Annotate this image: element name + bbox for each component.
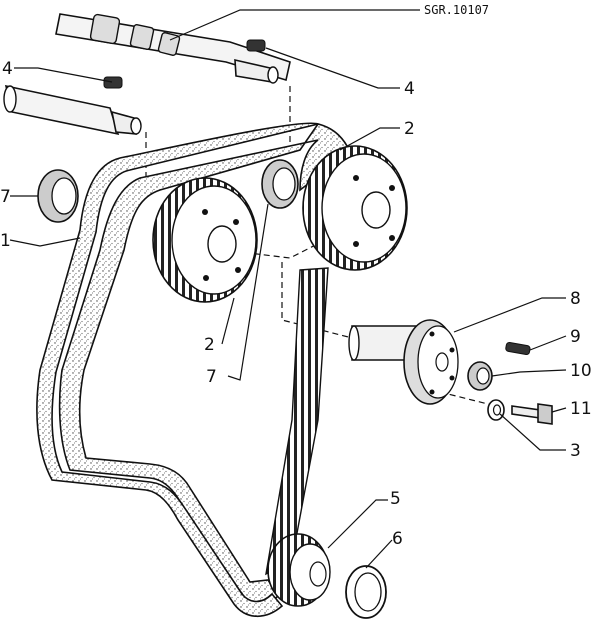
thrust-washer-6 <box>345 565 387 619</box>
callout-4-left: 4 <box>2 59 13 79</box>
key-4-upper <box>246 39 266 52</box>
callout-7-bottom: 7 <box>206 367 217 387</box>
callout-1: 1 <box>0 231 11 251</box>
intake-camshaft <box>3 84 142 136</box>
exhaust-camshaft <box>55 13 291 84</box>
oil-seal-center <box>261 159 299 209</box>
pulley-hub-8 <box>348 319 459 405</box>
leader-lines <box>9 9 567 569</box>
callout-8: 8 <box>570 289 581 309</box>
callout-3: 3 <box>570 441 581 461</box>
camshaft-pulley-left <box>152 177 258 303</box>
oil-seal-left <box>37 169 79 223</box>
washer-3 <box>487 399 505 421</box>
key-9 <box>505 341 531 356</box>
callout-10: 10 <box>570 361 592 381</box>
key-4-lower <box>103 76 123 89</box>
callout-11: 11 <box>570 399 592 419</box>
camshaft-pulley-right <box>302 145 408 271</box>
callout-6: 6 <box>392 529 403 549</box>
callout-2-bottom: 2 <box>204 335 215 355</box>
callout-4-right: 4 <box>404 79 415 99</box>
bolt-11 <box>511 403 553 425</box>
callout-9: 9 <box>570 327 581 347</box>
drawing-code: SGR.10107 <box>424 3 489 17</box>
callout-7-left: 7 <box>0 187 11 207</box>
crankshaft-pulley <box>267 533 331 607</box>
callout-2-top: 2 <box>404 119 415 139</box>
callout-5: 5 <box>390 489 401 509</box>
bushing-10 <box>467 361 493 391</box>
